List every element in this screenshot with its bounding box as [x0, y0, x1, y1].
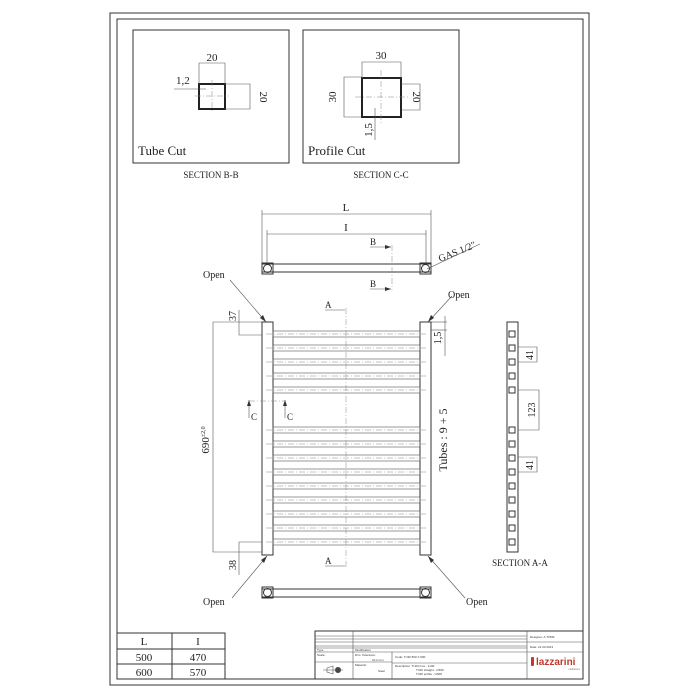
cell-I-1: 470 — [190, 652, 207, 664]
top-collector-bar — [261, 263, 432, 273]
outer-frame — [109, 12, 590, 686]
tube-section-square — [508, 510, 516, 518]
inner-frame — [116, 18, 584, 680]
description-line3: TUDI profile - tx500 — [416, 672, 442, 676]
section-bb-caption: SECTION B-B — [183, 170, 238, 180]
section-aa-collector — [506, 321, 519, 553]
scale: Scale: — [317, 653, 326, 657]
section-cc-caption: SECTION C-C — [353, 170, 408, 180]
aa-gap-top: 41 — [525, 350, 536, 360]
open-label-top-right: Open — [448, 290, 470, 301]
profile-cut-label: Profile Cut — [308, 143, 366, 158]
profile-shape — [361, 77, 402, 118]
description: Description: TUDI Inox - 1x90 — [395, 664, 435, 668]
tube-section-square — [508, 524, 516, 532]
size-table: L I 500 470 600 570 — [116, 632, 226, 680]
bb-width: 20 — [207, 52, 219, 64]
tube-rows — [266, 330, 427, 546]
dim-690: 690±2,0 — [200, 426, 212, 453]
cell-L-2: 600 — [136, 667, 153, 679]
dim-38: 38 — [228, 560, 239, 570]
tubes-label: Tubes : 9 + 5 — [436, 408, 450, 471]
tube-section-square — [508, 482, 516, 490]
section-c-mark-right: C — [287, 412, 293, 422]
tube-section-square — [508, 358, 516, 366]
tube-section-square — [508, 440, 516, 448]
tube-section-square — [508, 454, 516, 462]
cc-depth: 30 — [327, 91, 339, 103]
dim-1-5: 1,5 — [433, 332, 444, 345]
logo-subtext: radiators — [568, 667, 580, 671]
section-a-mark-bottom: A — [325, 556, 332, 566]
logo-text: lazzarini — [536, 657, 576, 668]
left-connection — [261, 262, 274, 275]
tube-section-square — [508, 468, 516, 476]
top-view: L I B B GAS 1/2" — [261, 202, 481, 291]
aa-gap-mid: 123 — [527, 403, 538, 418]
section-bb-box — [132, 29, 290, 164]
section-a-mark-top: A — [325, 300, 332, 310]
projection-symbol-icon — [323, 665, 343, 675]
description-line2: TUDI straight - tx500 — [416, 668, 444, 672]
section-b-mark-top: B — [370, 237, 376, 247]
tube-section-square — [508, 344, 516, 352]
title-block: Designer: A.TOPE Date: 21.03.2013 Type M… — [314, 630, 584, 680]
tube-section-square — [508, 538, 516, 546]
thread-label: GAS 1/2" — [437, 240, 478, 265]
date: Date: 21.03.2013 — [530, 645, 553, 649]
code: Code: TUDI 500 X 690 — [395, 655, 426, 659]
type-label: Type — [317, 648, 324, 652]
section-b-mark-bottom: B — [370, 279, 376, 289]
section-c-mark-left: C — [251, 412, 257, 422]
cc-height: 20 — [410, 92, 422, 104]
cell-L-1: 500 — [136, 652, 153, 664]
tube-section-square — [508, 386, 516, 394]
tube-section-square — [508, 372, 516, 380]
section-cc: 30 30 20 1,5 Profile Cut SECTION C-C — [302, 29, 460, 180]
bottom-view — [261, 586, 432, 599]
section-cc-box — [302, 29, 460, 164]
right-collector — [419, 321, 432, 556]
bb-height: 20 — [257, 92, 269, 104]
designer: Designer: A.TOPE — [530, 635, 554, 639]
tolerance-label: Dim. Tolerance: — [355, 653, 376, 657]
modification: Modification — [355, 648, 371, 652]
left-collector — [261, 321, 274, 556]
section-aa-caption: SECTION A-A — [492, 558, 548, 568]
dim-I: I — [344, 222, 348, 234]
open-label-bottom-right: Open — [466, 597, 488, 608]
section-aa: 41 123 41 SECTION A-A — [492, 321, 548, 568]
tolerance-value: ±0,2 mm — [372, 658, 384, 662]
open-label-bottom-left: Open — [203, 597, 225, 608]
bb-thickness: 1,2 — [176, 75, 190, 87]
tube-section-square — [508, 330, 516, 338]
cell-I-2: 570 — [190, 667, 207, 679]
cc-thickness: 1,5 — [363, 123, 375, 137]
header-I: I — [196, 636, 200, 648]
dim-L: L — [343, 202, 350, 214]
aa-gap-bottom: 41 — [525, 460, 536, 470]
open-label-top-left: Open — [203, 270, 225, 281]
tube-section-square — [508, 496, 516, 504]
tube-section-square — [508, 426, 516, 434]
cc-width: 30 — [376, 50, 388, 62]
material-label: Material: — [355, 663, 367, 667]
front-view: A A C C 37 38 690±2,0 1,5 Tubes : 9 + 5 … — [200, 270, 488, 608]
dim-37: 37 — [228, 311, 239, 321]
tube-cut-label: Tube Cut — [138, 143, 187, 158]
right-connection — [419, 262, 432, 275]
material-value: Steel — [378, 669, 385, 673]
section-bb: 20 20 1,2 Tube Cut SECTION B-B — [132, 29, 290, 180]
header-L: L — [141, 636, 148, 648]
lazzarini-logo: lazzarini radiators — [531, 657, 581, 671]
